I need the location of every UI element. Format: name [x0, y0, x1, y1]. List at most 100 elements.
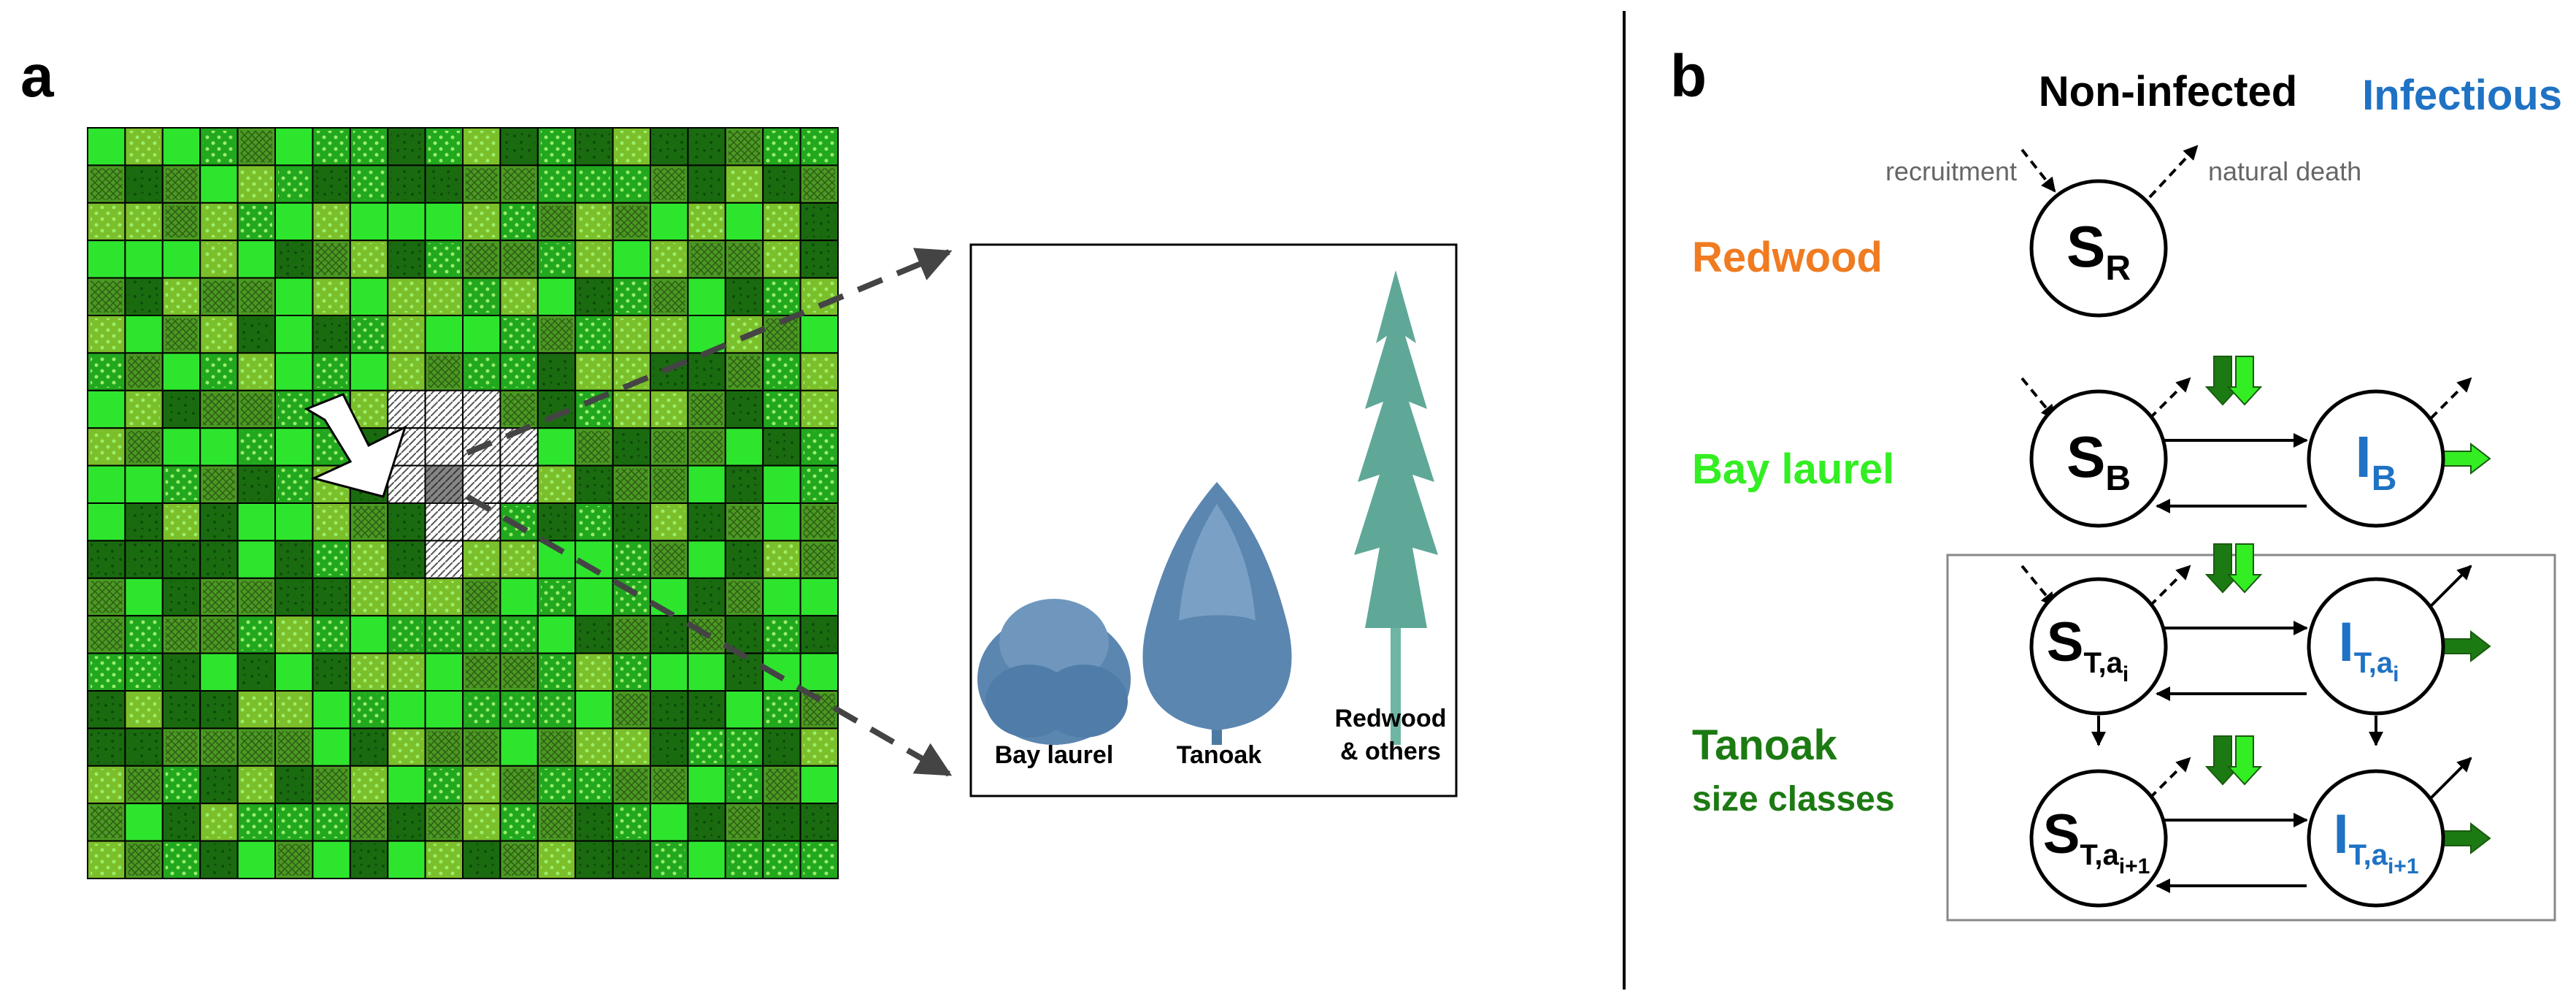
grid-cell-texture: [653, 243, 685, 275]
grid-cell: [424, 389, 464, 429]
grid-cell-texture: [540, 806, 573, 838]
grid-cell-texture: [315, 506, 347, 538]
grid-cell: [724, 690, 764, 730]
grid-cell-texture: [315, 280, 347, 313]
grid-cell-texture: [728, 581, 761, 613]
grid-cell: [499, 577, 539, 617]
state-i-t-ai1-label: IT,ai+1: [2333, 803, 2418, 879]
grid-cell: [687, 765, 726, 805]
grid-cell-texture: [91, 168, 123, 200]
grid-cell-texture: [803, 280, 835, 313]
grid-cell-texture: [766, 843, 798, 876]
grid-cell-texture: [165, 768, 198, 801]
grid-cell-texture: [391, 131, 423, 163]
tanoak-row-label: Tanoak: [1692, 722, 1837, 769]
grid-cell-texture: [203, 243, 235, 275]
grid-cell-texture: [803, 131, 835, 163]
grid-cell: [161, 240, 201, 279]
inoculum-output-arrow: [2441, 629, 2491, 663]
grid-cell: [650, 652, 689, 692]
grid-cell-texture: [803, 506, 835, 538]
grid-cell-texture: [540, 768, 573, 801]
grid-cell-texture: [503, 656, 535, 688]
infection-force-arrow: [2204, 543, 2241, 594]
grid-cell-texture: [766, 280, 798, 313]
grid-cell: [87, 240, 126, 279]
grid-cell-texture: [466, 731, 498, 763]
tanoak-tree-label: Tanoak: [1177, 741, 1262, 769]
grid-cell-texture: [91, 768, 123, 801]
grid-cell-texture: [278, 619, 310, 651]
grid-cell-texture: [353, 318, 385, 351]
grid-cell: [161, 427, 201, 467]
grid-cell-texture: [165, 581, 198, 613]
grid-cell: [799, 577, 839, 617]
grid-cell-texture: [240, 619, 272, 651]
grid-cell: [537, 615, 577, 654]
natural-death-arrow: [2429, 564, 2472, 608]
grid-cell-texture: [728, 131, 761, 163]
grid-cell-texture: [578, 619, 610, 651]
grid-cell-texture: [803, 168, 835, 200]
natural-death-arrow: [2148, 145, 2199, 199]
grid-cell-texture: [615, 318, 647, 351]
grid-cell: [687, 840, 726, 879]
grid-cell-texture: [91, 694, 123, 726]
grid-cell: [349, 352, 389, 391]
grid-cell-texture: [803, 431, 835, 463]
grid-cell-texture: [315, 656, 347, 688]
grid-cell-texture: [803, 205, 835, 238]
grid-cell: [87, 464, 126, 504]
grid-cell-texture: [91, 356, 123, 388]
grid-cell-texture: [353, 393, 385, 426]
grid-cell-texture: [240, 768, 272, 801]
grid-cell-texture: [391, 619, 423, 651]
grid-cell-texture: [165, 506, 198, 538]
grid-cell: [274, 127, 314, 166]
grid-cell-texture: [240, 280, 272, 313]
grid-cell-texture: [803, 806, 835, 838]
grid-cell-texture: [128, 656, 160, 688]
grid-cell-texture: [91, 318, 123, 351]
grid-cell: [349, 277, 389, 317]
infection-force-arrow: [2226, 735, 2263, 786]
grid-cell-texture: [165, 656, 198, 688]
grid-cell-texture: [653, 356, 685, 388]
state-s-t-ai-label: ST,ai: [2047, 611, 2129, 686]
grid-cell: [424, 202, 464, 242]
grid-cell-texture: [315, 806, 347, 838]
grid-cell-texture: [315, 543, 347, 575]
grid-cell-texture: [466, 806, 498, 838]
recruitment-arrow: [2021, 564, 2056, 608]
grid-cell-texture: [428, 731, 460, 763]
grid-cell-texture: [240, 731, 272, 763]
grid-cell-texture: [540, 694, 573, 726]
grid-cell-texture: [240, 318, 272, 351]
grid-cell-texture: [803, 393, 835, 426]
state-s-t-ai1-circle: [2029, 769, 2168, 908]
grid-cell: [124, 803, 164, 842]
grid-cell: [274, 502, 314, 542]
grid-cell-texture: [728, 280, 761, 313]
grid-cell-texture: [615, 731, 647, 763]
grid-cell-texture: [91, 656, 123, 688]
grid-cell-texture: [315, 243, 347, 275]
grid-cell: [274, 352, 314, 391]
grid-cell: [387, 840, 426, 879]
grid-cell-texture: [428, 280, 460, 313]
grid-cell-texture: [466, 543, 498, 575]
grid-cell-texture: [728, 506, 761, 538]
bay-laurel-row-label: Bay laurel: [1692, 445, 1894, 493]
grid-cell-texture: [728, 843, 761, 876]
infectious-header: Infectious: [2362, 72, 2562, 119]
grid-cell-texture: [540, 318, 573, 351]
state-s-t-ai1-label: ST,ai+1: [2043, 803, 2150, 879]
grid-cell-texture: [503, 131, 535, 163]
grid-cell-texture: [128, 356, 160, 388]
grid-cell-texture: [466, 280, 498, 313]
grid-cell-texture: [278, 543, 310, 575]
grid-cell-texture: [391, 356, 423, 388]
grid-cell: [462, 502, 501, 542]
infection-pointer-arrow: [304, 393, 407, 498]
grid-cell-texture: [803, 843, 835, 876]
